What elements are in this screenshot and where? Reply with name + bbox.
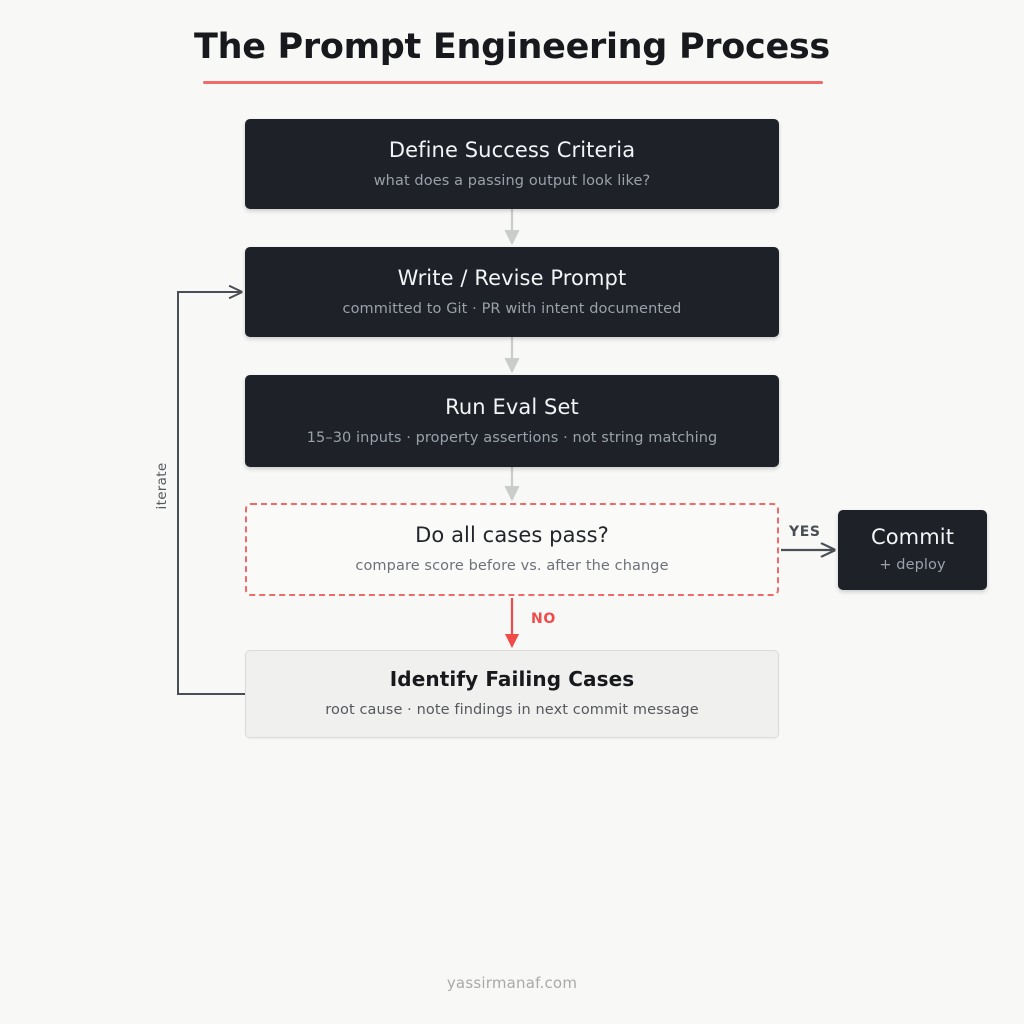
node-commit-subtitle: + deploy — [879, 557, 946, 574]
node-identify-title: Identify Failing Cases — [389, 667, 635, 692]
node-identify-failing-cases[interactable]: Identify Failing Cases root cause · note… — [245, 650, 779, 738]
edge-identify-to-write-iterate — [177, 292, 245, 695]
node-eval-subtitle: 15–30 inputs · property assertions · not… — [306, 429, 718, 446]
page-title-wrap: The Prompt Engineering Process — [0, 28, 1024, 67]
node-identify-subtitle: root cause · note findings in next commi… — [325, 702, 699, 719]
node-commit-deploy[interactable]: Commit + deploy — [838, 510, 987, 590]
node-write-subtitle: committed to Git · PR with intent docume… — [342, 300, 682, 317]
node-commit-title: Commit — [870, 525, 955, 550]
footer-credit: yassirmanaf.com — [446, 974, 578, 992]
node-define-success-criteria[interactable]: Define Success Criteria what does a pass… — [245, 119, 779, 209]
title-underline-rule — [203, 81, 823, 84]
page-title: The Prompt Engineering Process — [194, 27, 830, 67]
node-decision-title: Do all cases pass? — [415, 523, 609, 548]
edge-label-yes: YES — [789, 524, 821, 540]
node-define-subtitle: what does a passing output look like? — [373, 172, 651, 189]
edge-label-iterate: iterate — [154, 462, 170, 510]
node-decision-do-all-cases-pass[interactable]: Do all cases pass? compare score before … — [245, 503, 779, 596]
node-eval-title: Run Eval Set — [445, 394, 579, 419]
node-write-revise-prompt[interactable]: Write / Revise Prompt committed to Git ·… — [245, 247, 779, 337]
node-write-title: Write / Revise Prompt — [397, 265, 627, 290]
node-decision-subtitle: compare score before vs. after the chang… — [355, 558, 669, 575]
node-run-eval-set[interactable]: Run Eval Set 15–30 inputs · property ass… — [245, 375, 779, 467]
node-define-title: Define Success Criteria — [388, 137, 636, 162]
edge-label-no: NO — [531, 611, 556, 627]
